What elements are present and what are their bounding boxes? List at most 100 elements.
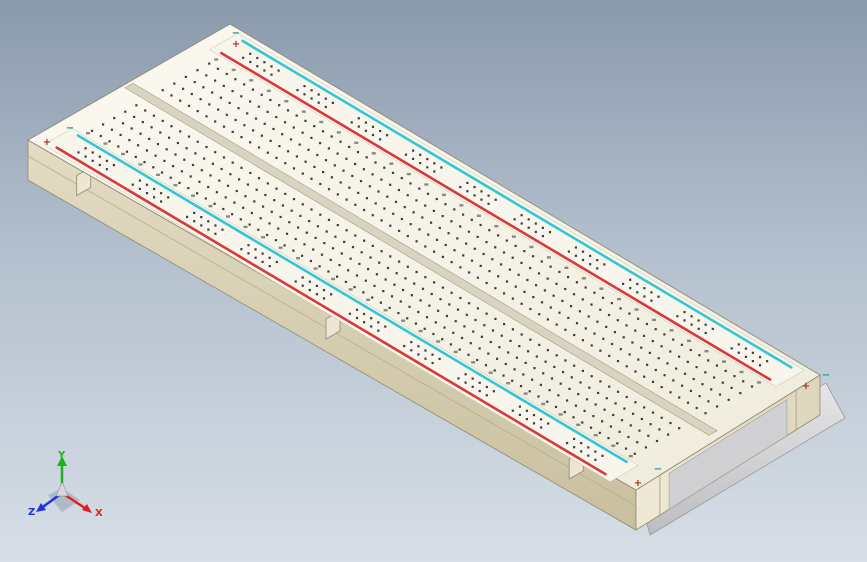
rail-hole <box>357 125 360 128</box>
hole <box>532 255 535 258</box>
hole <box>150 126 153 129</box>
row-number-mark <box>401 319 406 322</box>
hole <box>553 365 556 368</box>
hole <box>363 239 366 242</box>
rail-hole <box>138 187 141 190</box>
rail-hole <box>532 422 536 425</box>
hole <box>159 131 162 134</box>
hole <box>99 134 102 138</box>
rail-hole <box>601 454 604 457</box>
hole <box>607 313 611 317</box>
rail-hole <box>431 361 434 365</box>
row-number-mark <box>284 100 289 103</box>
hole <box>257 177 261 180</box>
hole <box>319 142 322 145</box>
hole <box>680 343 683 346</box>
hole <box>234 118 237 122</box>
hole <box>189 175 192 178</box>
hole <box>450 261 453 264</box>
rail-hole <box>296 89 299 92</box>
hole <box>622 336 625 339</box>
hole <box>573 364 576 367</box>
hole <box>663 374 666 377</box>
hole <box>638 429 641 432</box>
hole <box>272 127 275 131</box>
hole <box>468 302 471 305</box>
hole <box>598 431 601 434</box>
hole <box>275 187 278 190</box>
hole <box>249 171 252 175</box>
hole <box>602 296 605 299</box>
hole <box>270 210 273 213</box>
row-number-mark <box>529 245 534 249</box>
hole <box>102 123 105 126</box>
hole <box>518 345 521 348</box>
hole <box>715 364 718 367</box>
rail-hole <box>587 454 590 457</box>
hole <box>479 223 482 227</box>
hole <box>307 148 310 151</box>
rail-hole <box>438 357 441 360</box>
hole <box>447 232 450 235</box>
hole <box>207 185 210 189</box>
hole <box>286 109 290 112</box>
hole <box>467 230 470 233</box>
hole <box>627 435 630 439</box>
hole <box>252 129 255 132</box>
hole <box>524 361 527 364</box>
hole <box>578 310 581 313</box>
hole <box>428 304 431 307</box>
hole <box>281 133 284 136</box>
rail-hole <box>330 293 333 296</box>
rail-hole <box>268 265 271 268</box>
hole <box>406 265 409 268</box>
hole <box>593 291 596 294</box>
row-number-mark <box>511 235 516 238</box>
hole <box>489 340 492 344</box>
hole <box>724 369 727 372</box>
rail-hole <box>247 252 250 255</box>
rail-hole <box>160 200 163 203</box>
hole <box>90 129 94 132</box>
hole <box>742 380 745 383</box>
hole <box>172 165 175 168</box>
hole <box>683 372 687 375</box>
hole <box>205 115 208 118</box>
rail-hole <box>379 129 382 133</box>
rail-hole <box>574 254 577 257</box>
row-number-mark <box>599 287 604 290</box>
hole <box>251 88 254 91</box>
rail-hole <box>324 105 327 109</box>
rail-hole <box>240 248 243 251</box>
hole <box>546 277 549 280</box>
hole <box>362 291 365 294</box>
hole <box>470 218 473 221</box>
rail-hole <box>91 159 94 162</box>
hole <box>716 405 719 408</box>
rail-hole <box>355 308 359 311</box>
hole <box>450 291 453 294</box>
rail-hole <box>587 446 590 449</box>
rail-hole <box>417 353 420 356</box>
row-number-mark <box>453 350 458 354</box>
hole <box>599 308 602 311</box>
hole <box>601 420 604 423</box>
hole <box>202 86 205 89</box>
rail-hole <box>574 246 577 249</box>
row-number-mark <box>296 257 301 260</box>
hole <box>623 407 626 410</box>
hole <box>340 252 343 255</box>
hole <box>398 260 401 263</box>
hole <box>523 250 526 253</box>
hole <box>215 191 218 194</box>
hole <box>298 143 301 146</box>
hole <box>248 223 251 226</box>
rail-hole <box>221 228 224 231</box>
hole <box>124 110 127 113</box>
hole <box>156 143 160 146</box>
rail-hole <box>105 159 108 162</box>
hole <box>356 151 360 154</box>
hole <box>292 249 295 252</box>
